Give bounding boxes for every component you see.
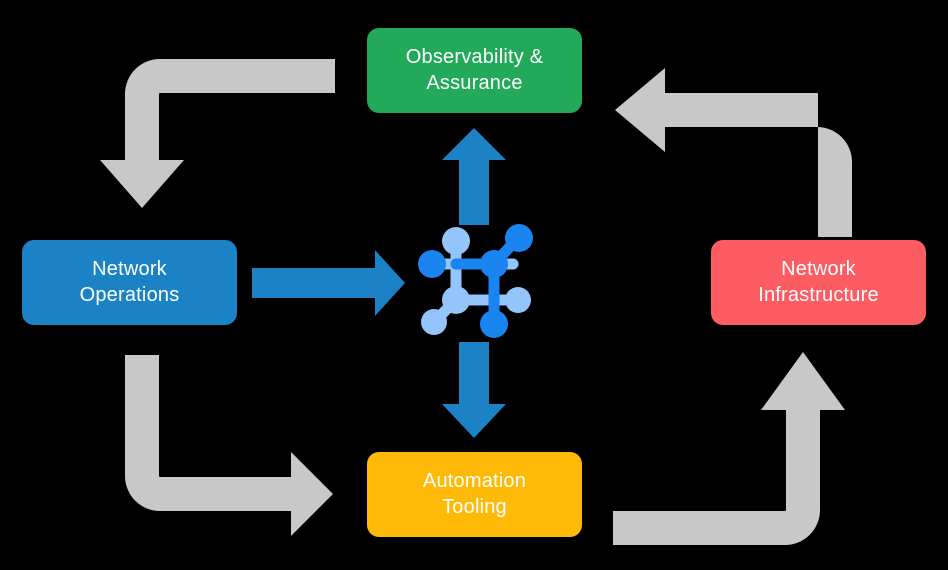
- cycle-arrow-automation-to-infrastructure: [613, 352, 845, 545]
- mesh-node-left-dark: [418, 250, 446, 278]
- center-arrow-hub-to-observability: [442, 128, 506, 225]
- mesh-node-right-light: [505, 287, 531, 313]
- node-box-network-operations[interactable]: Network Operations: [22, 240, 237, 325]
- node-label-network-infrastructure: Network Infrastructure: [758, 257, 879, 306]
- node-box-automation-tooling[interactable]: Automation Tooling: [367, 452, 582, 537]
- cycle-arrow-observability-to-operations: [100, 59, 335, 208]
- node-box-network-infrastructure[interactable]: Network Infrastructure: [711, 240, 926, 325]
- node-label-network-operations: Network Operations: [79, 257, 180, 306]
- network-mesh-edges: [426, 232, 524, 330]
- network-mesh-nodes: [418, 224, 533, 338]
- mesh-node-mid-light: [442, 286, 470, 314]
- mesh-node-topright-dark: [505, 224, 533, 252]
- cycle-arrow-operations-to-automation: [125, 355, 333, 536]
- mesh-node-bottomleft-light: [421, 309, 447, 335]
- center-arrow-operations-to-hub: [252, 250, 405, 316]
- cycle-arrow-infrastructure-to-observability: [615, 68, 852, 237]
- node-label-observability: Observability & Assurance: [405, 45, 544, 94]
- node-label-automation-tooling: Automation Tooling: [422, 469, 527, 518]
- center-arrow-hub-to-automation: [442, 342, 506, 438]
- mesh-node-hub-dark: [480, 250, 508, 278]
- mesh-node-bottom-dark: [480, 310, 508, 338]
- mesh-node-top-light: [442, 227, 470, 255]
- node-box-observability[interactable]: Observability & Assurance: [367, 28, 582, 113]
